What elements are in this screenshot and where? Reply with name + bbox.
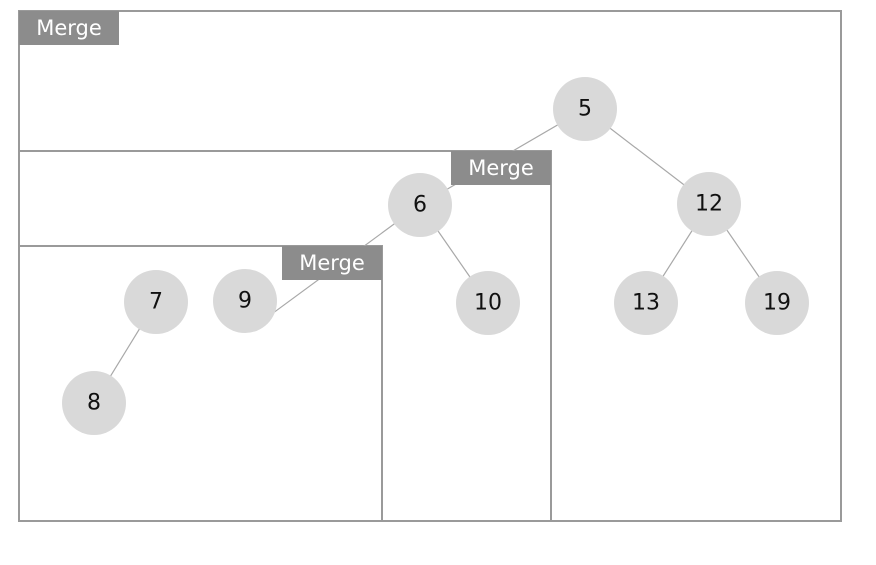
node-12-label: 12 xyxy=(695,192,723,217)
merge-box-outer xyxy=(18,10,842,522)
node-8-label: 8 xyxy=(87,391,101,416)
node-9-label: 9 xyxy=(238,289,252,314)
node-7: 7 xyxy=(124,270,188,334)
merge-boxes xyxy=(18,10,842,522)
node-7-label: 7 xyxy=(149,290,163,315)
node-19: 19 xyxy=(745,271,809,335)
node-6: 6 xyxy=(388,173,452,237)
node-19-label: 19 xyxy=(763,291,791,316)
node-10-label: 10 xyxy=(474,291,502,316)
node-10: 10 xyxy=(456,271,520,335)
merge-box-middle xyxy=(18,150,552,522)
node-13-label: 13 xyxy=(632,291,660,316)
node-8: 8 xyxy=(62,371,126,435)
node-5-label: 5 xyxy=(578,97,592,122)
node-13: 13 xyxy=(614,271,678,335)
tree-edges xyxy=(93,108,778,404)
merge-label-inner: Merge xyxy=(299,251,365,275)
node-9: 9 xyxy=(213,269,277,333)
merge-tag-middle: Merge xyxy=(451,151,551,185)
node-6-label: 6 xyxy=(413,193,427,218)
merge-tag-inner: Merge xyxy=(282,246,382,280)
merge-box-inner xyxy=(18,245,383,522)
node-5: 5 xyxy=(553,77,617,141)
merge-label-outer: Merge xyxy=(36,16,102,40)
merge-tag-outer: Merge xyxy=(19,11,119,45)
tree-nodes: 5 6 12 7 9 10 xyxy=(62,77,809,435)
node-12: 12 xyxy=(677,172,741,236)
merge-label-middle: Merge xyxy=(468,156,534,180)
